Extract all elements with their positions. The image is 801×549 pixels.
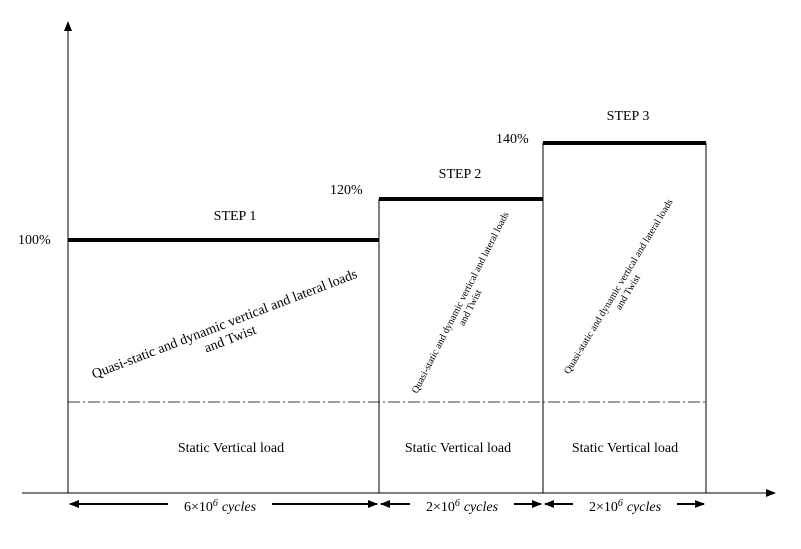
step2-duration-unit: cycles bbox=[464, 500, 499, 515]
step2-duration-times: ×10 bbox=[433, 500, 455, 515]
step2-dynamic-load-line1: Quasi-static and dynamic vertical and la… bbox=[410, 210, 512, 395]
step1-label: STEP 1 bbox=[214, 209, 257, 224]
step2-duration-label-bg bbox=[410, 496, 514, 514]
level-120-label: 120% bbox=[330, 183, 363, 198]
level-140-label: 140% bbox=[496, 132, 529, 147]
step3-dynamic-load-annotation: Quasi-static and dynamic vertical and la… bbox=[562, 197, 676, 376]
step3-duration-exponent: 6 bbox=[618, 498, 623, 509]
step1-static-load-label: Static Vertical load bbox=[178, 441, 284, 456]
step1-duration-times: ×10 bbox=[191, 500, 213, 515]
step1-duration-unit: cycles bbox=[222, 500, 257, 515]
step3-static-load-label: Static Vertical load bbox=[572, 441, 678, 456]
step3-duration-label: 2×106 cycles bbox=[589, 498, 662, 516]
step3-duration-label-bg bbox=[573, 496, 677, 514]
step1-dynamic-load-line1: Quasi-static and dynamic vertical and la… bbox=[90, 267, 360, 382]
step2-dynamic-load-annotation: Quasi-static and dynamic vertical and la… bbox=[410, 210, 512, 395]
step1-duration-exponent: 6 bbox=[213, 498, 218, 509]
step2-duration-label: 2×106 cycles bbox=[426, 498, 499, 516]
step1-duration-label: 6×106 cycles bbox=[184, 498, 257, 516]
step2-duration-exponent: 6 bbox=[455, 498, 460, 509]
step1-dynamic-load-annotation: Quasi-static and dynamic vertical and la… bbox=[90, 267, 360, 382]
step2-duration-coefficient: 2 bbox=[426, 500, 433, 515]
step2-static-load-label: Static Vertical load bbox=[405, 441, 511, 456]
step1-duration-label-bg bbox=[168, 496, 272, 514]
step2-label: STEP 2 bbox=[439, 167, 482, 182]
step3-label: STEP 3 bbox=[607, 109, 650, 124]
step3-duration-times: ×10 bbox=[596, 500, 618, 515]
step3-duration-unit: cycles bbox=[627, 500, 662, 515]
step3-duration-coefficient: 2 bbox=[589, 500, 596, 515]
level-100-label: 100% bbox=[18, 233, 51, 248]
step3-dynamic-load-line1: Quasi-static and dynamic vertical and la… bbox=[562, 197, 676, 376]
step1-duration-coefficient: 6 bbox=[184, 500, 191, 515]
